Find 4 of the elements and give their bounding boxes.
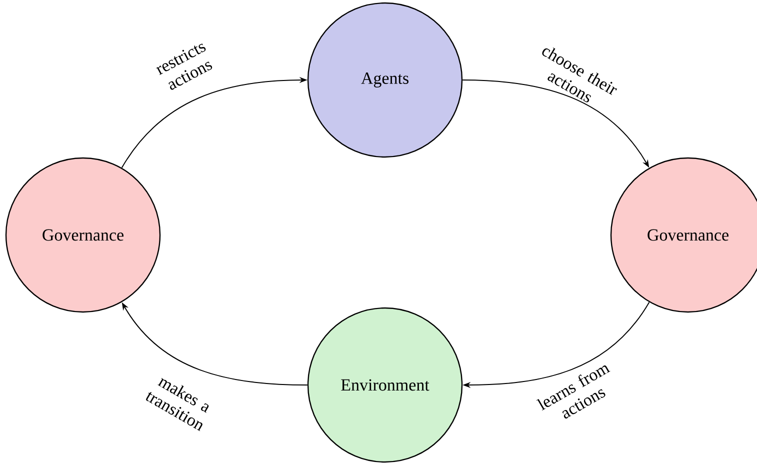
circle-node: Environment	[307, 307, 463, 463]
circle-node: Agents	[307, 2, 463, 158]
circle-node: Governance	[610, 157, 757, 313]
circle-node: Governance	[5, 157, 161, 313]
